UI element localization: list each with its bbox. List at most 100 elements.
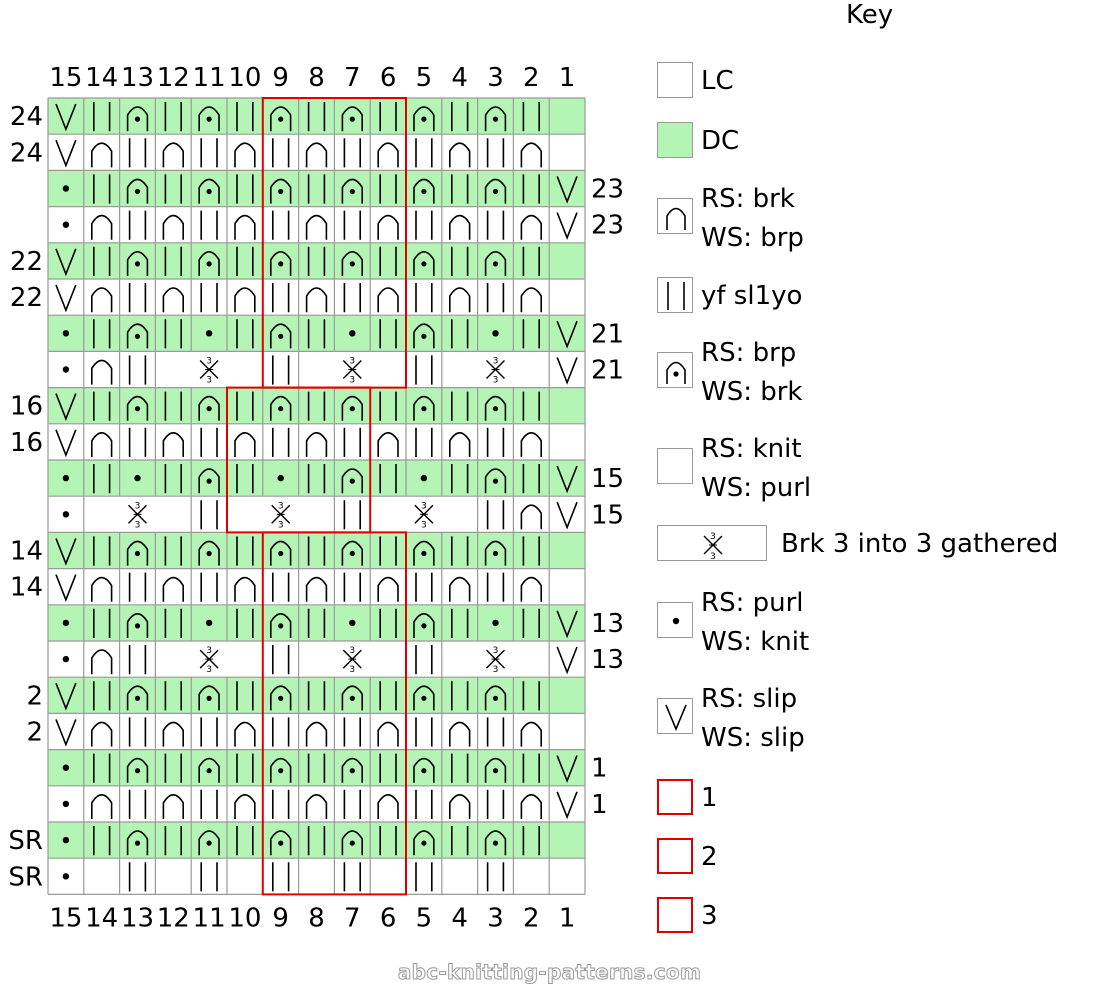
row-background xyxy=(48,315,585,352)
column-number-bottom: 13 xyxy=(121,903,154,933)
purl-symbol xyxy=(62,836,70,844)
brk-symbol xyxy=(91,142,113,168)
purl-symbol xyxy=(62,800,70,808)
row-background xyxy=(48,134,585,171)
brp-symbol xyxy=(198,757,220,783)
column-number-top: 6 xyxy=(380,63,397,93)
brp-dot xyxy=(206,840,212,846)
yf-sl1yo-symbol xyxy=(128,717,147,747)
brp-dot xyxy=(206,188,212,195)
yf-sl1yo-symbol xyxy=(164,391,182,421)
yf-sl1yo-symbol xyxy=(236,753,254,783)
brp-symbol xyxy=(126,613,149,638)
brp-symbol xyxy=(484,395,507,421)
brp-dot xyxy=(206,261,212,267)
yf-sl1yo-symbol xyxy=(307,391,326,421)
yf-sl1yo-symbol xyxy=(307,102,326,132)
row-number-right: 1 xyxy=(591,754,608,784)
brp-dot xyxy=(134,406,141,412)
brk-symbol xyxy=(377,432,399,457)
yf-sl1yo-symbol xyxy=(307,246,326,276)
yf-sl1yo-symbol xyxy=(307,536,326,566)
row-number-right: 1 xyxy=(591,790,608,820)
purl-symbol xyxy=(492,619,499,627)
brp-dot xyxy=(206,406,212,412)
brp-symbol xyxy=(341,757,363,783)
purl-symbol xyxy=(62,873,70,880)
slip-symbol xyxy=(55,429,77,458)
yf-sl1yo-symbol xyxy=(93,102,111,132)
row-background xyxy=(48,713,585,750)
brp-dot xyxy=(134,116,141,122)
yf-sl1yo-symbol xyxy=(343,789,361,819)
yf-sl1yo-symbol xyxy=(307,826,326,856)
brp-dot xyxy=(278,550,284,557)
brp-symbol xyxy=(126,830,149,856)
key-swatch-slip xyxy=(657,698,693,734)
yf-sl1yo-symbol xyxy=(200,862,218,892)
purl-symbol xyxy=(62,474,70,482)
row-background xyxy=(48,641,585,678)
yf-sl1yo-symbol xyxy=(379,246,397,276)
slip-symbol xyxy=(55,719,77,747)
yf-sl1yo-symbol xyxy=(451,681,469,711)
purl-symbol xyxy=(62,511,70,518)
brp-symbol xyxy=(198,685,220,711)
brk-symbol xyxy=(449,287,471,313)
yf-sl1yo-symbol xyxy=(164,174,182,204)
brp-dot xyxy=(134,188,141,195)
brk-symbol xyxy=(377,142,399,168)
brp-symbol xyxy=(413,323,435,349)
brp-symbol xyxy=(270,613,292,638)
key-swatch-repeat-2 xyxy=(657,838,693,874)
brp-dot xyxy=(492,116,499,122)
key-swatch-purl xyxy=(657,602,693,638)
yf-sl1yo-symbol xyxy=(343,572,361,602)
brp-symbol xyxy=(198,830,220,856)
yf-sl1yo-symbol xyxy=(272,645,290,675)
brk-symbol xyxy=(520,794,542,819)
yf-sl1yo-symbol xyxy=(451,608,469,638)
brp-symbol xyxy=(413,395,435,421)
key-swatch-brk3: 3 3 xyxy=(657,525,767,562)
yf-sl1yo-symbol xyxy=(486,789,505,819)
brp-dot xyxy=(421,116,427,122)
row-number-right: 15 xyxy=(591,500,624,530)
row-number-right: 15 xyxy=(591,464,624,494)
brp-symbol xyxy=(341,685,363,711)
yf-sl1yo-symbol xyxy=(236,246,254,276)
brp-dot xyxy=(349,768,355,774)
yf-sl1yo-symbol xyxy=(272,572,290,602)
brp-symbol xyxy=(126,540,149,566)
brp-symbol xyxy=(270,685,292,711)
row-background xyxy=(48,460,585,497)
column-number-top: 3 xyxy=(487,63,504,93)
key-swatch-lc xyxy=(657,62,693,98)
brk-symbol xyxy=(234,576,256,602)
yf-sl1yo-symbol xyxy=(522,246,540,276)
yf-sl1yo-symbol xyxy=(522,391,540,421)
slip-symbol xyxy=(556,176,578,204)
svg-text:3: 3 xyxy=(710,552,716,562)
brp-dot xyxy=(349,695,355,701)
brk-symbol xyxy=(91,287,113,313)
brp-symbol xyxy=(413,178,435,204)
brp-symbol xyxy=(413,757,435,783)
yf-sl1yo-symbol xyxy=(307,464,326,494)
row-number-left: 2 xyxy=(26,718,43,748)
yf-sl1yo-symbol xyxy=(522,681,540,711)
brk-symbol xyxy=(234,721,256,747)
brk-symbol xyxy=(234,142,256,168)
brp-symbol xyxy=(270,106,292,132)
yf-sl1yo-symbol xyxy=(164,246,182,276)
brp-symbol xyxy=(126,395,149,421)
row-number-left: 24 xyxy=(10,102,43,132)
brp-symbol xyxy=(341,830,363,856)
column-number-bottom: 3 xyxy=(487,903,504,933)
brp-symbol xyxy=(341,251,363,276)
column-number-bottom: 2 xyxy=(523,903,540,933)
column-number-top: 1 xyxy=(559,63,576,93)
column-number-top: 14 xyxy=(85,63,118,93)
row-background xyxy=(48,242,585,279)
slip-symbol xyxy=(556,610,578,639)
